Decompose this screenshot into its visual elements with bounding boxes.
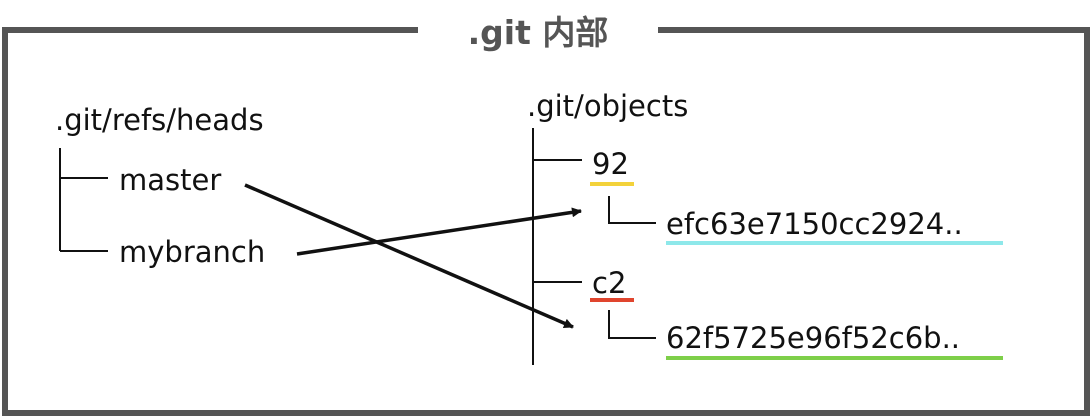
object-dir-92: 92 — [592, 147, 629, 181]
object-dir-c2: c2 — [592, 266, 626, 300]
outer-frame — [2, 27, 1090, 416]
dir-92-branch-line — [608, 196, 656, 224]
arrow-master-to-c2 — [244, 183, 574, 329]
refs-heads-path: .git/refs/heads — [55, 103, 264, 137]
arrow-mybranch-to-92 — [296, 207, 582, 256]
objects-trunk-line — [532, 128, 582, 365]
refs-tree-lines — [59, 148, 108, 252]
objects-path: .git/objects — [527, 89, 688, 123]
object-file-efc63e: efc63e7150cc2924.. — [666, 207, 963, 241]
dir-c2-branch-line — [608, 310, 656, 339]
branch-mybranch: mybranch — [119, 235, 265, 269]
frame-title: .git 内部 — [468, 13, 609, 52]
object-file-62f572: 62f5725e96f52c6b.. — [666, 321, 960, 355]
branch-master: master — [119, 163, 221, 197]
